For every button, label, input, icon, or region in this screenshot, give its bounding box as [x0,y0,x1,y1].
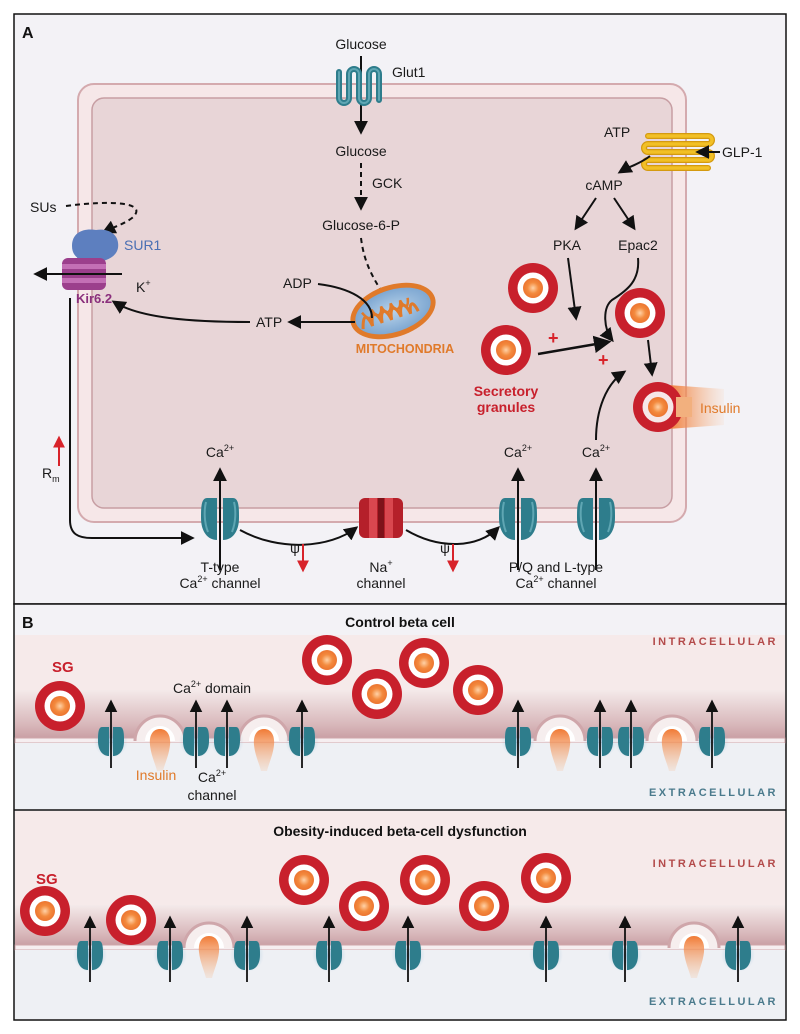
atp-to-katp-arrow [111,300,251,323]
control-title: Control beta cell [345,614,455,630]
ca-exocytosis-arrow [595,370,627,441]
secretory-granule [339,881,389,931]
ca-label: Ca2+ [504,443,532,460]
psi-label: ψ [290,540,300,556]
glp1-receptor [641,133,715,171]
panel-b: B Control beta cell INTRACELLULAR EXTRAC… [13,603,787,1021]
atp-glp-label: ATP [604,124,630,140]
secretory-granule [399,638,449,688]
ca-label: Ca2+ [206,443,234,460]
secretory-granule [615,288,665,338]
potentiation-plus: + [548,328,559,348]
t-type-label-2: Ca2+ channel [179,574,260,591]
t-type-label: T-type [201,559,240,575]
secretory-granule [20,886,70,936]
glut1-transporter [336,66,382,106]
pq-l-type-label-2: Ca2+ channel [515,574,596,591]
secretory-granule [521,853,571,903]
secretory-granule [302,635,352,685]
atp-mito-label: ATP [256,314,282,330]
depolarization-arrow [69,298,195,545]
epac2-arrow [599,257,640,343]
panel-a: A Glucose Glut1 Glucose GCK Glucose-6-P … [13,13,787,605]
na-channel-label: Na+ [369,558,392,575]
camp-pka-arrow [574,197,597,231]
obesity-title: Obesity-induced beta-cell dysfunction [273,823,527,839]
ca-channel-label: Ca2+ [198,768,226,785]
intracellular-label: INTRACELLULAR [653,636,778,648]
secretory-granule [459,881,509,931]
secretory-granule [35,681,85,731]
ca-label: Ca2+ [582,443,610,460]
insulin-label-a: Insulin [700,400,740,416]
na-channel [359,498,403,538]
pq-l-type-label: P/Q and L-type [509,559,603,575]
control-beta-cell: Control beta cell INTRACELLULAR EXTRACEL… [14,614,786,809]
ca-channel-label-2: channel [187,787,236,803]
pka-label: PKA [553,237,582,253]
glucose6p-label: Glucose-6-P [322,217,400,233]
secretory-granule [352,669,402,719]
insulin-label-b: Insulin [136,767,176,783]
glp1-label: GLP-1 [722,144,763,160]
epac2-label: Epac2 [618,237,658,253]
secretory-granule [481,325,531,375]
extracellular-label: EXTRACELLULAR [649,996,778,1008]
granule-exocytosis-arrow [643,339,658,377]
adp-arrow [317,283,373,319]
extracellular-label: EXTRACELLULAR [649,787,778,799]
granule-trafficking-arrow [537,335,612,356]
camp-label: cAMP [585,177,622,193]
na-channel-label-2: channel [356,575,405,591]
secretory-granule [400,855,450,905]
k-ion-label: K+ [136,278,151,295]
rm-label: Rm [42,465,60,484]
psi-label: ψ [440,540,450,556]
secretory-granule [508,263,558,313]
glucose-inside-label: Glucose [335,143,387,159]
secretory-granule [106,895,156,945]
atp-camp-arrow [617,155,651,174]
ca-domain-label: Ca2+ domain [173,679,251,696]
camp-epac2-arrow [613,197,636,231]
obesity-beta-cell: Obesity-induced beta-cell dysfunction IN… [14,811,786,1019]
fusing-granule [633,382,724,432]
depolarization-pq-arrow [405,526,500,546]
glucose-outside-label: Glucose [335,36,387,52]
gck-label: GCK [372,175,403,191]
sur1-label: SUR1 [124,237,162,253]
sg-label: SG [36,871,58,888]
secretory-granule [279,855,329,905]
mitochondria [350,282,436,340]
sg-label: SG [52,659,74,676]
sus-label: SUs [30,199,56,215]
panel-a-letter: A [22,25,34,42]
glycolysis-arrow [360,237,383,293]
potentiation-plus: + [598,350,609,370]
secretory-granule [453,665,503,715]
intracellular-label: INTRACELLULAR [653,858,778,870]
mitochondria-label: MITOCHONDRIA [356,342,454,356]
sus-arrow [65,201,138,234]
kir62-label: Kir6.2 [76,291,112,306]
adp-label: ADP [283,275,312,291]
glut1-label: Glut1 [392,64,426,80]
pka-arrow [567,257,582,321]
panel-b-letter: B [22,615,34,632]
